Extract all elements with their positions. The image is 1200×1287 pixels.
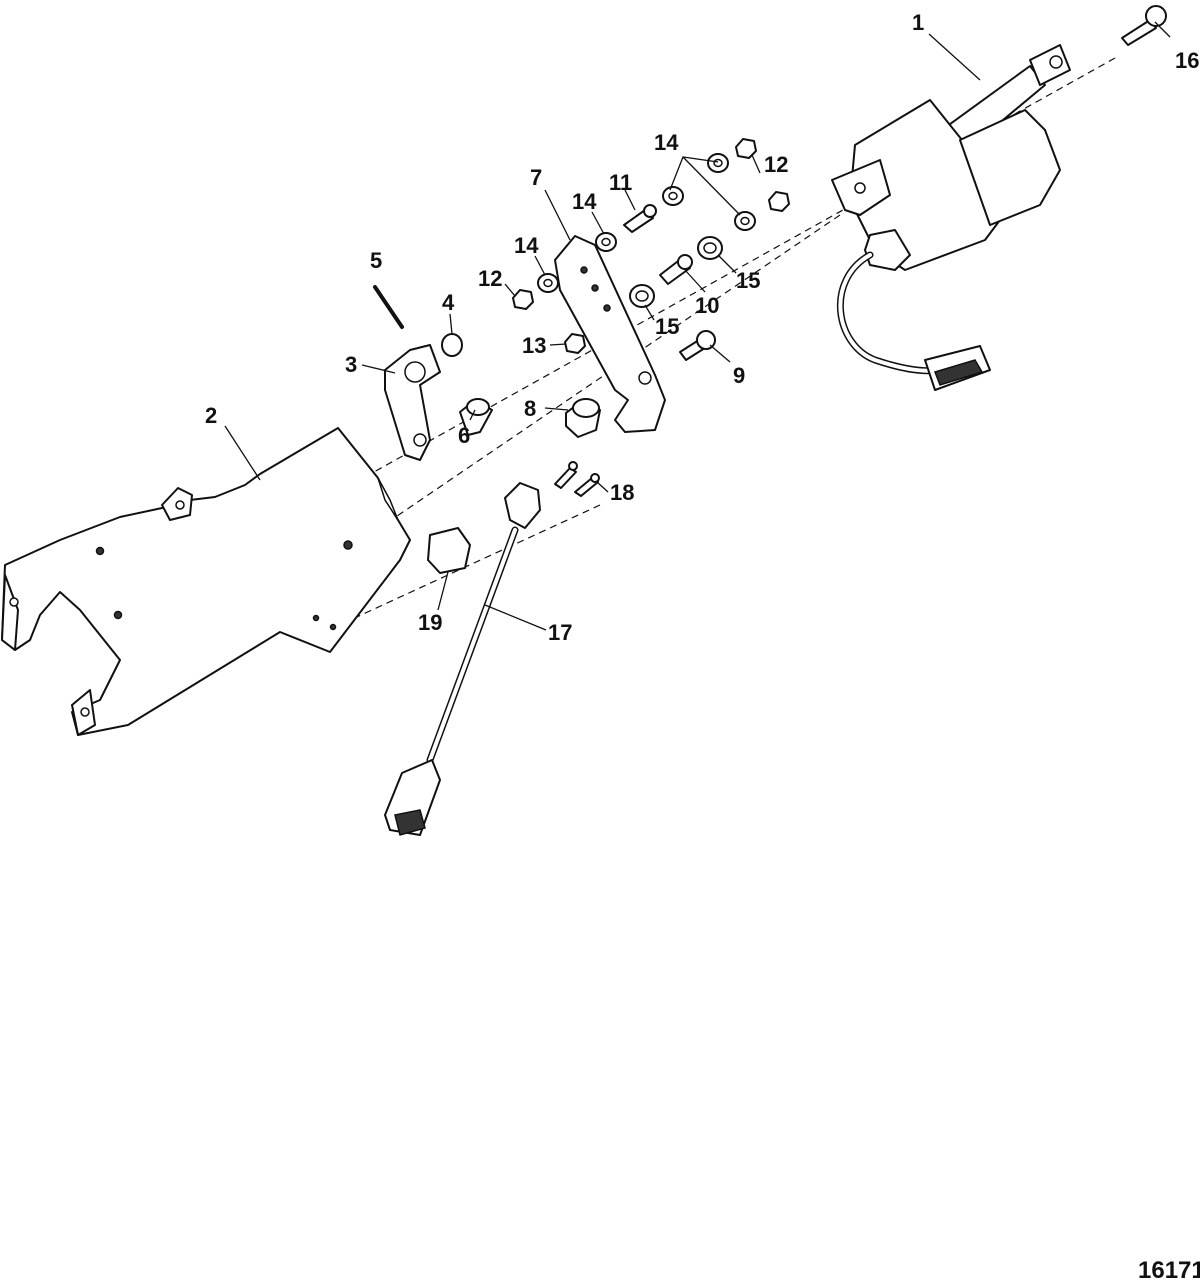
- callout-1: 1: [912, 10, 924, 35]
- callout-14-top: 14: [654, 130, 679, 155]
- ball-stud-11: [623, 204, 657, 233]
- callout-11: 11: [609, 170, 632, 195]
- callout-15-left: 15: [655, 314, 679, 339]
- block: [427, 527, 471, 574]
- callout-10: 10: [695, 293, 719, 318]
- washers-14: [537, 153, 756, 293]
- callout-16: 16: [1175, 48, 1199, 73]
- callout-14-upper: 14: [572, 189, 597, 214]
- pin: [373, 285, 404, 329]
- callout-labels: 1 16 2 3 4 5 6 7 8 9 10 11 12 12 13 14 1…: [205, 10, 1199, 645]
- spacer: [565, 398, 601, 438]
- bolt-16: [1121, 5, 1167, 46]
- callout-15-right: 15: [736, 268, 760, 293]
- callout-7: 7: [530, 165, 542, 190]
- callout-9: 9: [733, 363, 745, 388]
- cap: [441, 333, 463, 357]
- actuator-motor: [831, 44, 1071, 391]
- callout-5: 5: [370, 248, 382, 273]
- callout-12-left: 12: [478, 266, 502, 291]
- callout-19: 19: [418, 610, 442, 635]
- callout-2: 2: [205, 403, 217, 428]
- callout-3: 3: [345, 352, 357, 377]
- mounting-bracket: [1, 427, 411, 736]
- lever-arm: [384, 344, 441, 461]
- callout-18: 18: [610, 480, 634, 505]
- figure-number: 16171: [1138, 1257, 1200, 1284]
- screws-18: [554, 461, 600, 497]
- callout-6: 6: [458, 423, 470, 448]
- wiring-harness: [384, 482, 541, 836]
- callout-4: 4: [442, 290, 455, 315]
- callout-14-lower: 14: [514, 233, 539, 258]
- callout-17: 17: [548, 620, 572, 645]
- callout-12-right: 12: [764, 152, 788, 177]
- leader-lines: [224, 21, 1171, 631]
- bushing: [459, 398, 493, 436]
- callout-8: 8: [524, 396, 536, 421]
- bolt-9: [679, 330, 716, 361]
- nuts: [512, 138, 790, 354]
- callout-13: 13: [522, 333, 546, 358]
- washers-15: [629, 236, 723, 308]
- ball-stud-10: [659, 254, 693, 285]
- linkage-bar: [554, 235, 666, 433]
